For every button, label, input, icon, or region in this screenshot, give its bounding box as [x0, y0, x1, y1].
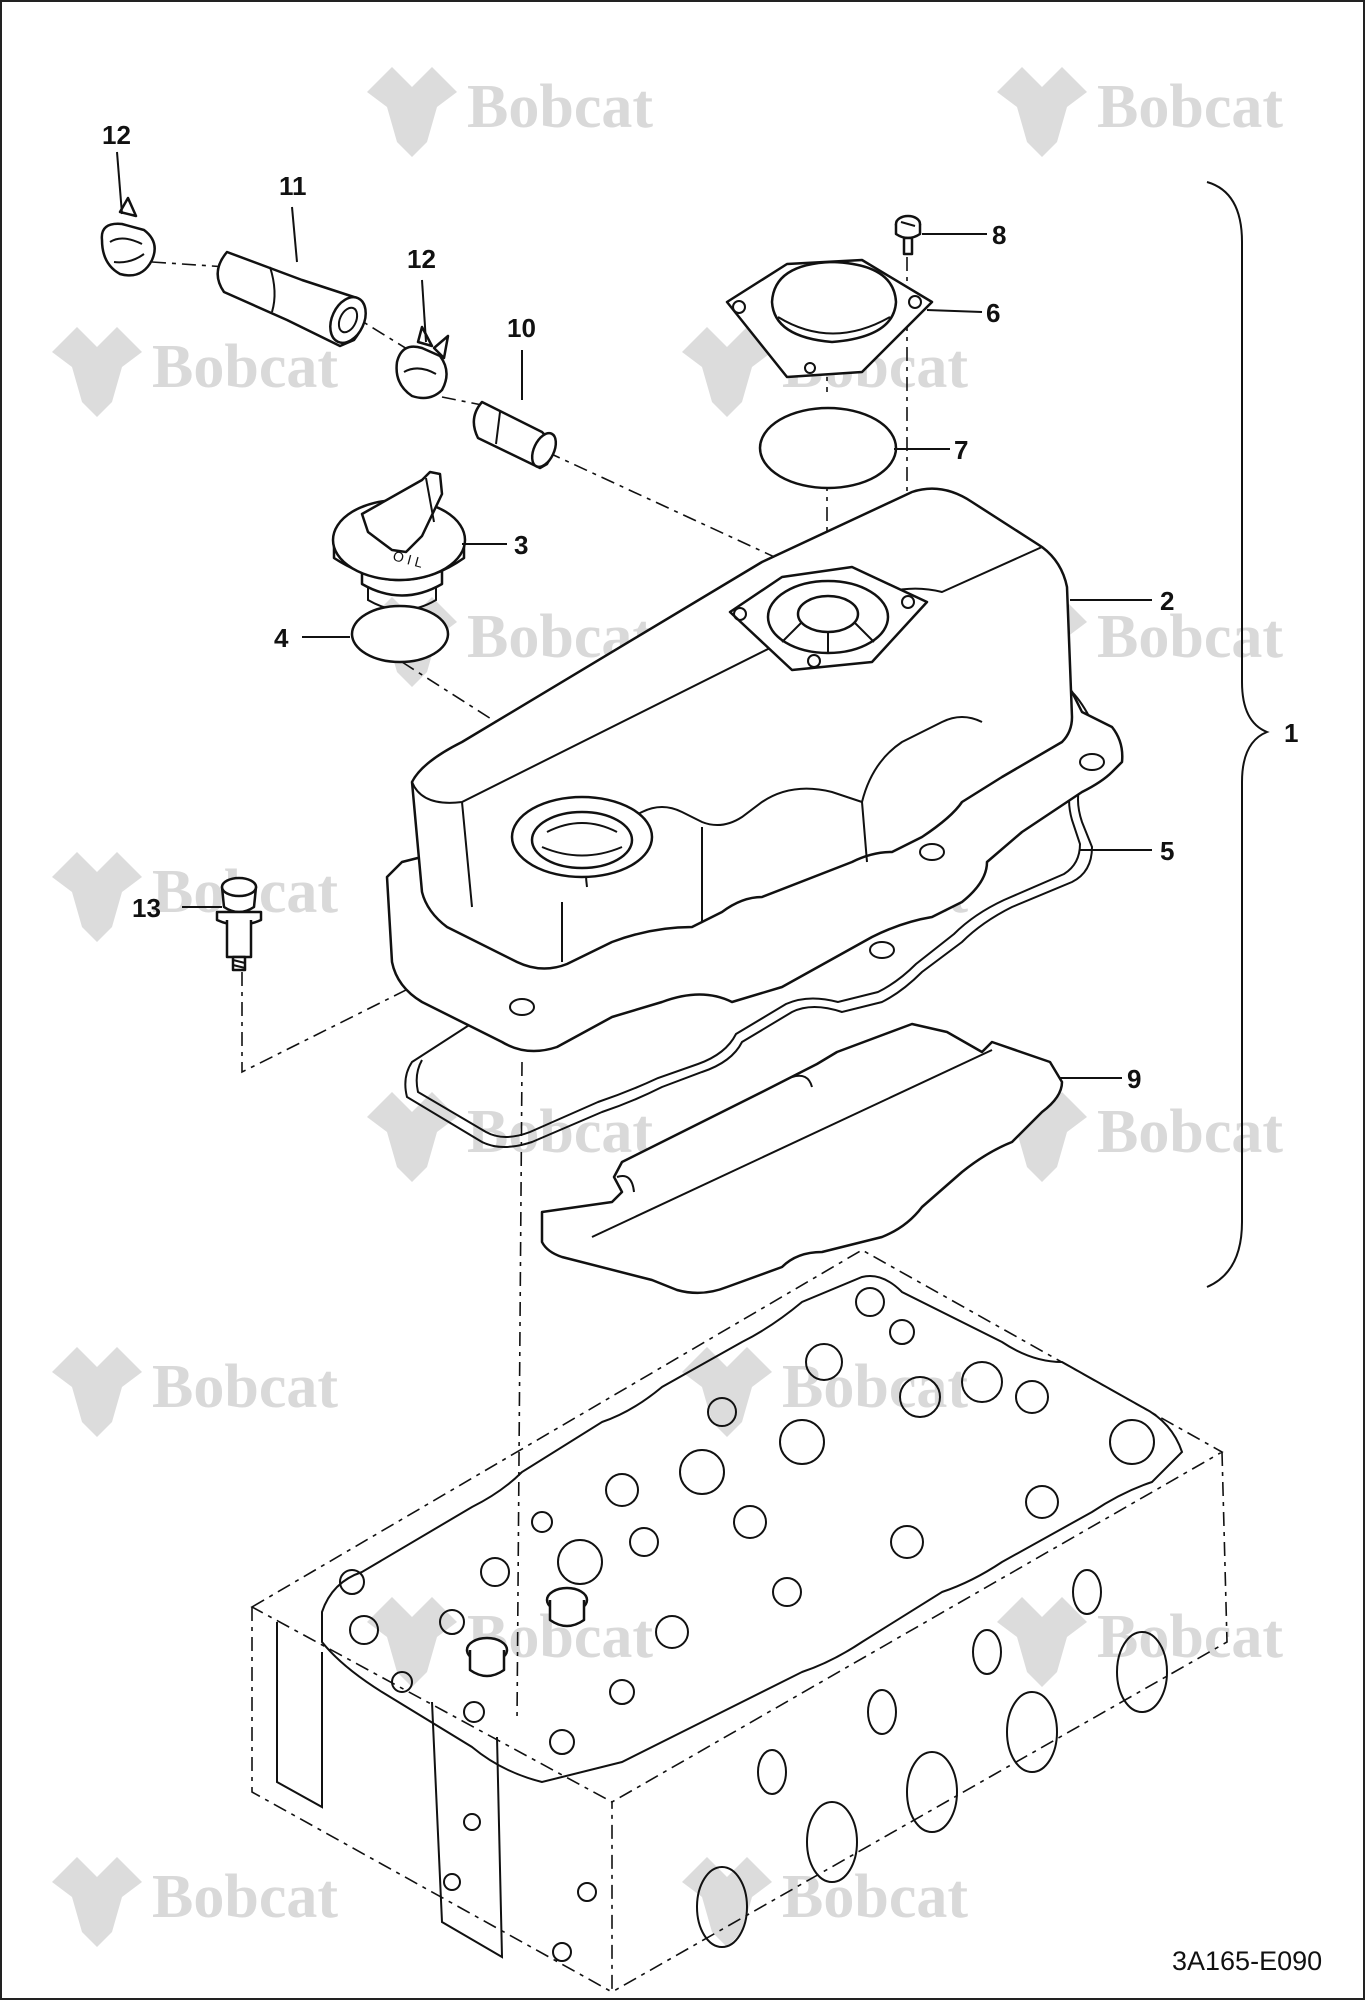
watermark-text: Bobcat [467, 73, 653, 141]
bobcat-logo-icon [52, 852, 142, 942]
bobcat-logo-icon [367, 1597, 457, 1687]
cylinder-head [250, 1249, 1228, 1994]
watermark-text: Bobcat [782, 1353, 968, 1421]
callout-9: 9 [1127, 1064, 1141, 1094]
bobcat-logo-icon [682, 327, 772, 417]
bobcat-logo-icon [997, 1597, 1087, 1687]
callout-3: 3 [514, 530, 528, 560]
callout-13: 13 [132, 893, 161, 923]
part-9-baffle-plate [540, 1022, 1064, 1295]
head-side-ports [696, 1569, 1168, 1948]
bobcat-logo-icon [682, 1347, 772, 1437]
bobcat-logo-icon [367, 67, 457, 157]
callout-6: 6 [986, 298, 1000, 328]
bobcat-logo-icon [52, 1857, 142, 1947]
callout-1: 1 [1284, 718, 1298, 748]
callout-11: 11 [279, 171, 307, 201]
watermark: Bobcat [682, 1347, 968, 1437]
bobcat-logo-icon [997, 67, 1087, 157]
callout-5: 5 [1160, 836, 1174, 866]
part-13-bolt [215, 876, 263, 972]
leader-lines [116, 151, 1152, 1079]
valve-stems [465, 1586, 589, 1678]
watermark-text: Bobcat [1097, 73, 1283, 141]
watermark-text: Bobcat [152, 1353, 338, 1421]
part-11-breather-hose [216, 250, 367, 348]
callout-labels: 1 2 3 4 5 6 7 8 9 10 11 12 12 13 [102, 120, 1298, 1094]
figure-reference-code: 3A165-E090 [1172, 1946, 1322, 1976]
part-12-hose-clamp-upper [100, 196, 156, 277]
callout-12-upper: 12 [102, 120, 131, 150]
part-12-hose-clamp-lower [395, 325, 450, 400]
callout-7: 7 [954, 435, 968, 465]
part-8-screw [894, 214, 922, 256]
bobcat-logo-icon [52, 327, 142, 417]
watermark-text: Bobcat [1097, 603, 1283, 671]
bobcat-logo-icon [682, 1857, 772, 1947]
assembly-brace [1206, 181, 1270, 1288]
watermark: Bobcat [52, 1347, 338, 1437]
watermark-text: Bobcat [1097, 1098, 1283, 1166]
watermark: Bobcat [997, 1597, 1283, 1687]
watermark-text: Bobcat [1097, 1603, 1283, 1671]
part-10-breather-pipe [472, 400, 558, 470]
watermark: Bobcat [367, 1597, 653, 1687]
watermark: Bobcat [997, 67, 1283, 157]
watermark: Bobcat [52, 852, 338, 942]
svg-text:O I L: O I L [391, 547, 425, 570]
part-2-rocker-cover [385, 487, 1124, 1053]
callout-12-lower: 12 [407, 244, 436, 274]
watermark-text: Bobcat [782, 1863, 968, 1931]
part-7-o-ring [758, 406, 898, 490]
watermark-text: Bobcat [467, 1098, 653, 1166]
watermark-text: Bobcat [152, 333, 338, 401]
callout-8: 8 [992, 220, 1006, 250]
head-holes [339, 1287, 1155, 1755]
callout-10: 10 [507, 313, 536, 343]
part-4-o-ring [350, 604, 450, 664]
watermark: Bobcat [52, 1857, 338, 1947]
watermark-layer: Bobcat Bobcat Bobcat Bobcat Bobcat Bobca… [52, 67, 1283, 1947]
callout-4: 4 [274, 623, 289, 653]
watermark-text: Bobcat [152, 1863, 338, 1931]
bobcat-logo-icon [52, 1347, 142, 1437]
part-6-breather-cover [725, 258, 934, 379]
watermark: Bobcat [367, 67, 653, 157]
bobcat-logo-icon [367, 1092, 457, 1182]
watermark: Bobcat [52, 327, 338, 417]
callout-2: 2 [1160, 586, 1174, 616]
part-3-oil-filler-cap: O I L [331, 470, 467, 611]
